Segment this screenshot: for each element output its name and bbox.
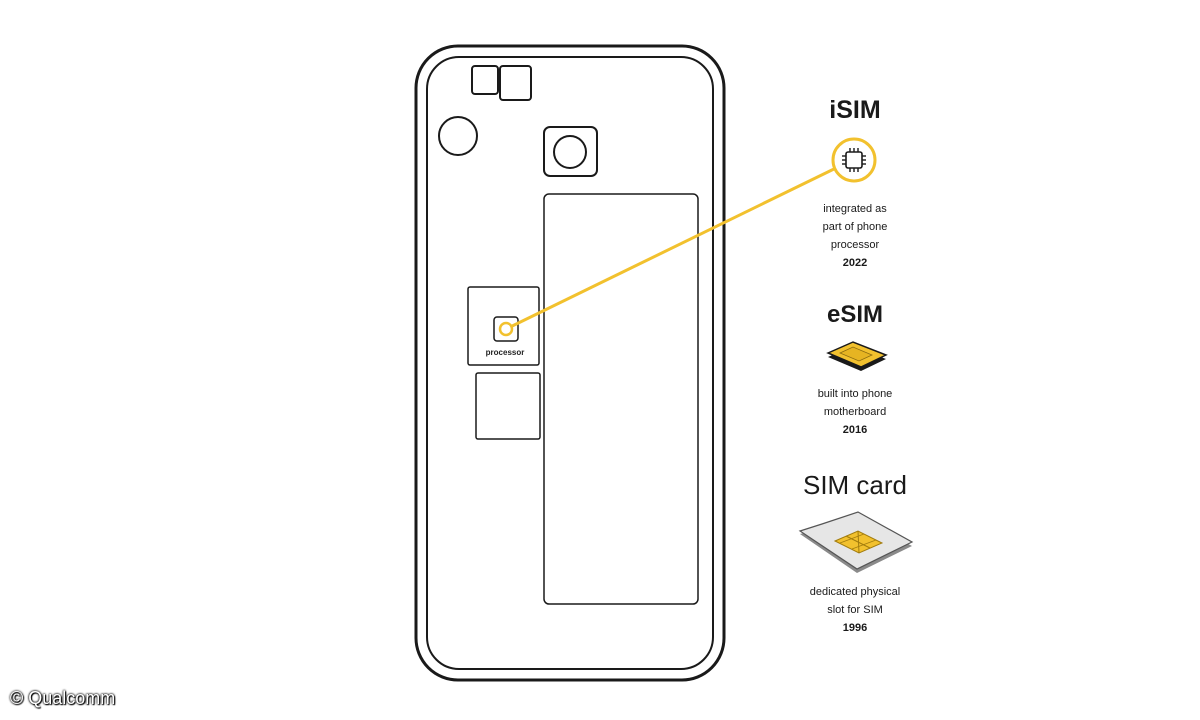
esim-line-1: built into phone: [817, 388, 893, 400]
isim-line-1: integrated as: [823, 203, 887, 215]
phone-outer-frame: [414, 44, 726, 682]
simcard-year: 1996: [842, 622, 868, 634]
processor-label: processor: [485, 348, 525, 357]
isim-title: iSIM: [829, 96, 881, 124]
sensor-square-left: [471, 65, 499, 95]
chip-icon: [831, 137, 877, 183]
processor-chip: [493, 316, 519, 342]
sensor-square-right: [499, 65, 532, 101]
isim-connector-line: [505, 166, 837, 331]
esim-line-2: motherboard: [823, 406, 887, 418]
flash-circle: [438, 116, 478, 156]
battery-block: [543, 193, 699, 605]
isim-year: 2022: [842, 257, 868, 269]
esim-year: 2016: [842, 424, 868, 436]
isim-line-2: part of phone: [822, 221, 888, 233]
isim-description: integrated as part of phone processor 20…: [755, 200, 955, 272]
simcard-line-2: slot for SIM: [827, 604, 883, 616]
esim-chip-icon: [826, 341, 888, 371]
camera-module: [543, 126, 598, 177]
phone-inner-frame: [426, 56, 714, 670]
copyright-credit: © Qualcomm: [10, 688, 116, 708]
isim-line-3: processor: [830, 239, 880, 251]
esim-title: eSIM: [826, 301, 883, 328]
processor-board: [467, 286, 540, 366]
simcard-title: SIM card: [802, 470, 908, 500]
simcard-description: dedicated physical slot for SIM 1996: [755, 583, 955, 637]
lower-board: [475, 372, 541, 440]
sim-card-icon: [798, 511, 914, 573]
simcard-line-1: dedicated physical: [809, 586, 901, 598]
camera-lens: [553, 135, 587, 169]
esim-description: built into phone motherboard 2016: [755, 385, 955, 439]
processor-highlight: [498, 321, 514, 337]
